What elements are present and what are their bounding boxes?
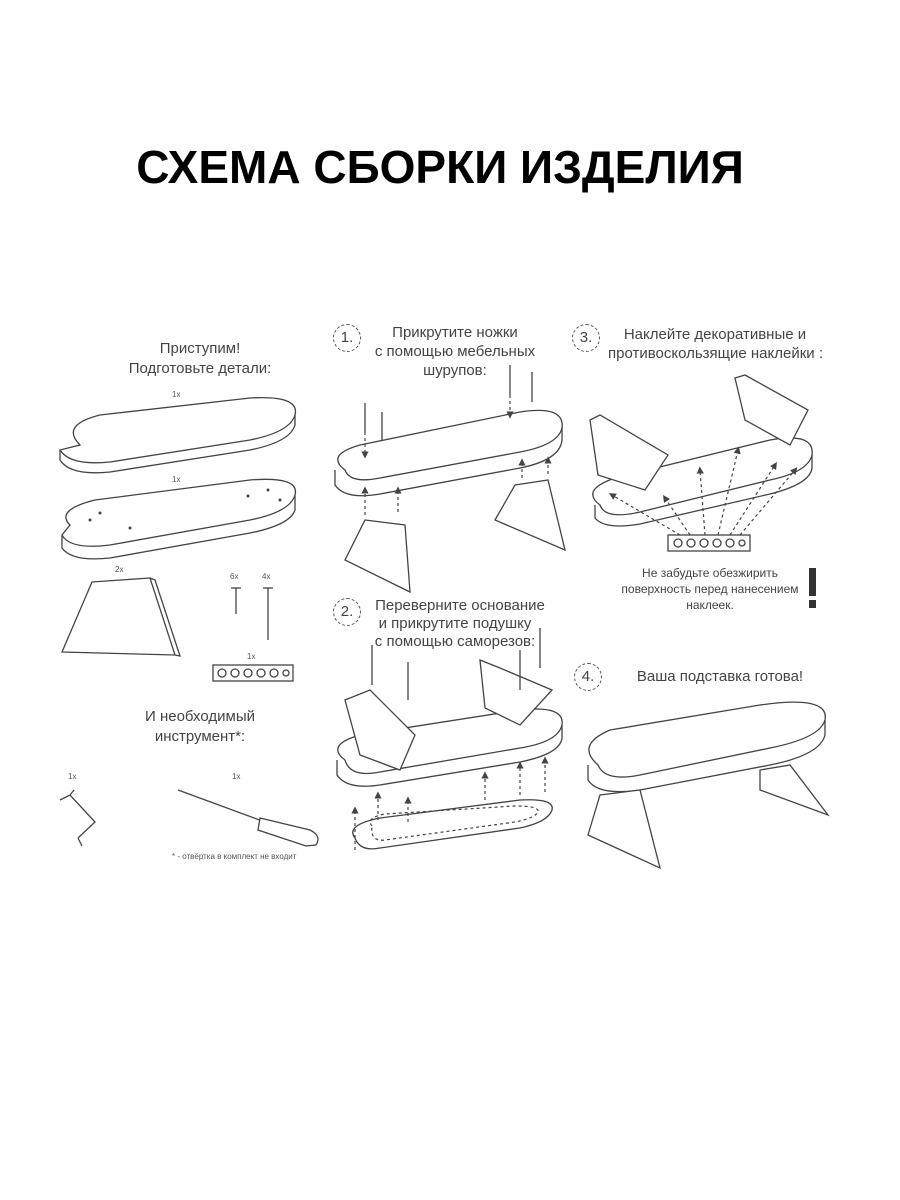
- step2-line2: и прикрутите подушку: [378, 615, 532, 632]
- screw-long-qty: 4x: [262, 572, 271, 581]
- part-screws: [231, 587, 273, 640]
- leg-qty: 2x: [115, 565, 124, 574]
- step3-line2: противоскользящие наклейки :: [607, 345, 824, 362]
- tools-heading-1: И необходимый: [145, 708, 255, 725]
- prepare-heading-1: Приступим!: [159, 340, 241, 357]
- tools-note: * - отвёртка в комплект не входит: [172, 852, 297, 861]
- part-sticker-sheet: [212, 664, 294, 682]
- finished-stand-illustration: [587, 701, 830, 870]
- step4-number: 4.: [574, 663, 602, 691]
- part-leg: [61, 577, 181, 657]
- warn-line2: поверхность перед нанесением: [621, 582, 799, 596]
- step1-line1: Прикрутите ножки: [392, 324, 518, 341]
- hex-qty: 1x: [68, 772, 77, 781]
- step2-number: 2.: [333, 598, 361, 626]
- top-qty: 1x: [172, 390, 181, 399]
- step2-line3: с помощью саморезов:: [374, 633, 536, 650]
- step3-line1: Наклейте декоративные и: [623, 326, 807, 343]
- step1-illustration: [334, 365, 566, 594]
- tools-heading-2: инструмент*:: [154, 728, 246, 745]
- step2-line1: Переверните основание: [375, 597, 545, 614]
- step3-illustration: [589, 374, 813, 552]
- step1-number: 1.: [333, 324, 361, 352]
- step1-line2: с помощью мебельных: [374, 343, 536, 360]
- page-title: СХЕМА СБОРКИ ИЗДЕЛИЯ: [136, 141, 744, 193]
- prepare-heading-2: Подготовьте детали:: [128, 360, 272, 377]
- part-top-cushion: [58, 396, 297, 474]
- base-qty: 1x: [172, 475, 181, 484]
- warning-icon: [809, 568, 816, 608]
- screw-short-qty: 6x: [230, 572, 239, 581]
- part-base-board: [61, 478, 297, 560]
- warn-line1: Не забудьте обезжирить: [642, 566, 778, 580]
- sticker-qty: 1x: [247, 652, 256, 661]
- step2-illustration: [336, 628, 563, 850]
- step1-line3: шурупов:: [423, 362, 487, 379]
- step4-line1: Ваша подставка готова!: [636, 668, 804, 685]
- step3-number: 3.: [572, 324, 600, 352]
- screwdriver-qty: 1x: [232, 772, 241, 781]
- hex-key-icon: [59, 789, 96, 847]
- warn-line3: наклеек.: [686, 598, 734, 612]
- screwdriver-icon: [177, 789, 319, 847]
